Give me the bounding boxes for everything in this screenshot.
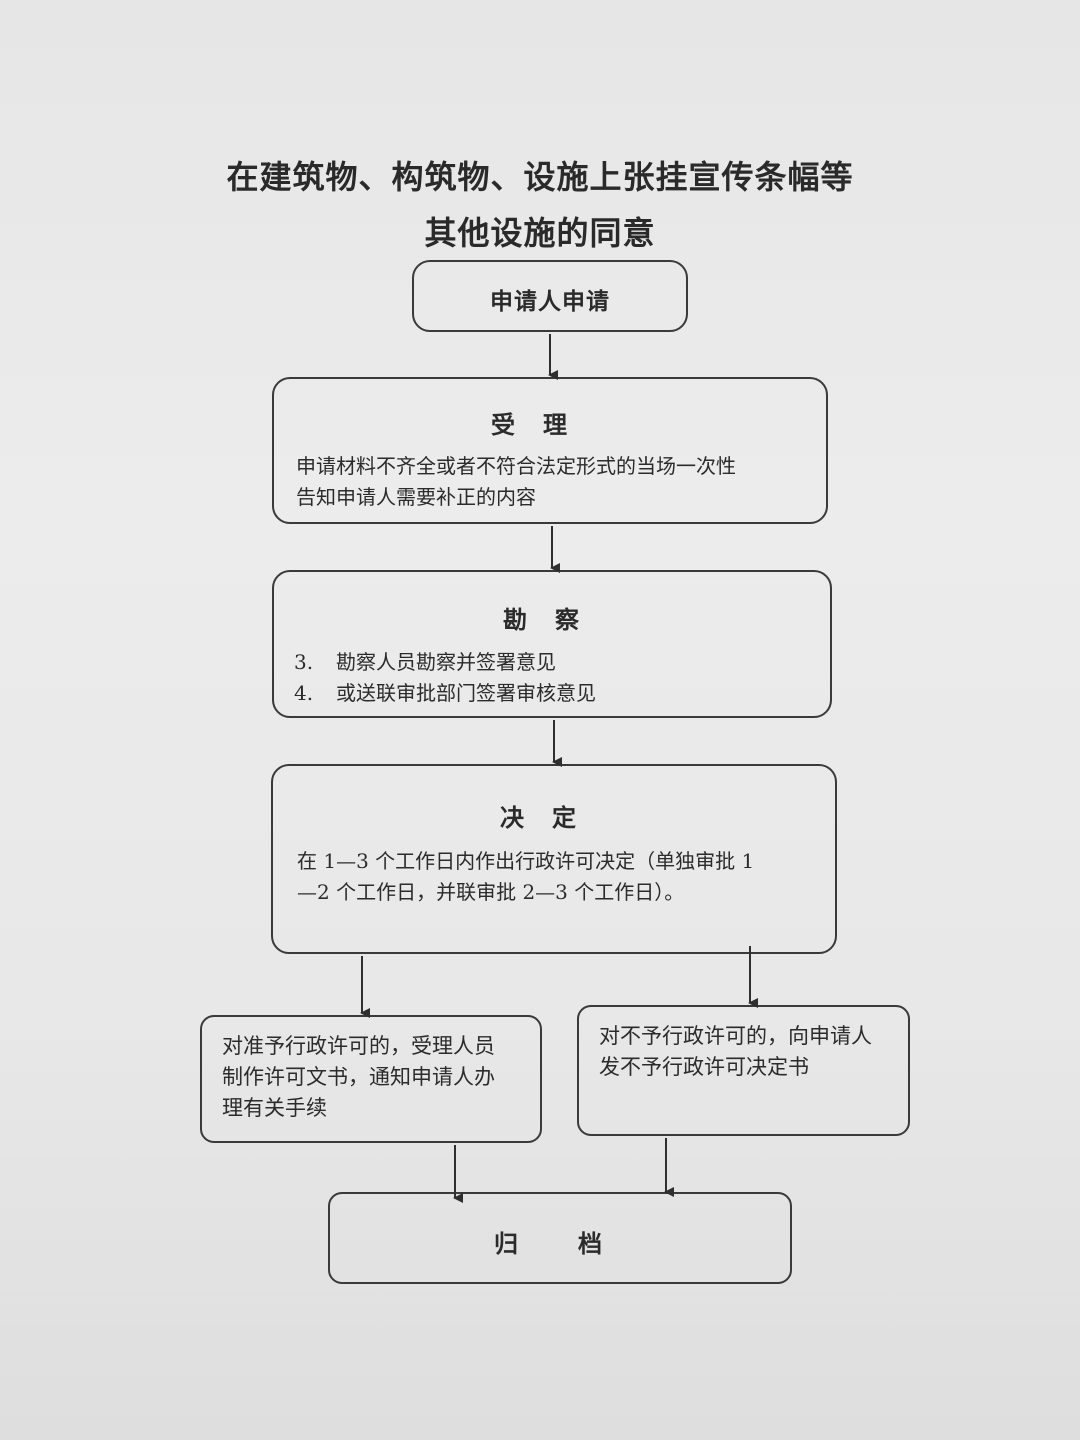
page-title-line1: 在建筑物、构筑物、设施上张挂宣传条幅等: [226, 158, 854, 196]
grant-box: 对准予行政许可的，受理人员 制作许可文书，通知申请人办 理有关手续: [200, 1015, 542, 1143]
survey-item-1-text: 勘察人员勘察并签署意见: [336, 650, 556, 674]
decide-title: 决 定: [500, 804, 578, 832]
deny-text-line1: 对不予行政许可的，向申请人: [599, 1024, 872, 1048]
decide-text: 在 1—3 个工作日内作出行政许可决定（单独审批 1 —2 个工作日，并联审批 …: [297, 846, 754, 908]
decide-box: 决 定 在 1—3 个工作日内作出行政许可决定（单独审批 1 —2 个工作日，并…: [271, 764, 837, 954]
apply-box: 申请人申请: [412, 260, 688, 332]
grant-text: 对准予行政许可的，受理人员 制作许可文书，通知申请人办 理有关手续: [222, 1031, 495, 1124]
survey-item-2-num: 4.: [294, 681, 314, 705]
survey-box: 勘 察 3. 勘察人员勘察并签署意见 4. 或送联审批部门签署审核意见: [272, 570, 832, 718]
accept-text-line2: 告知申请人需要补正的内容: [296, 485, 536, 509]
survey-title: 勘 察: [503, 606, 581, 634]
accept-text: 申请材料不齐全或者不符合法定形式的当场一次性 告知申请人需要补正的内容: [296, 451, 736, 513]
accept-text-line1: 申请材料不齐全或者不符合法定形式的当场一次性: [296, 454, 736, 478]
deny-box: 对不予行政许可的，向申请人 发不予行政许可决定书: [577, 1005, 910, 1136]
decide-text-line1: 在 1—3 个工作日内作出行政许可决定（单独审批 1: [297, 849, 755, 873]
archive-box: 归 档: [328, 1192, 792, 1284]
survey-item-2: 4. 或送联审批部门签署审核意见: [294, 678, 596, 709]
archive-label: 归 档: [494, 1230, 606, 1258]
survey-item-1: 3. 勘察人员勘察并签署意见: [294, 647, 596, 678]
apply-label: 申请人申请: [490, 289, 610, 315]
grant-text-line2: 制作许可文书，通知申请人办: [222, 1065, 495, 1089]
survey-list: 3. 勘察人员勘察并签署意见 4. 或送联审批部门签署审核意见: [294, 647, 596, 709]
page-title-line2: 其他设施的同意: [424, 214, 656, 252]
grant-text-line3: 理有关手续: [222, 1096, 327, 1120]
deny-text: 对不予行政许可的，向申请人 发不予行政许可决定书: [599, 1021, 872, 1083]
survey-item-2-text: 或送联审批部门签署审核意见: [336, 681, 596, 705]
survey-item-1-num: 3.: [294, 650, 314, 674]
accept-title: 受 理: [491, 411, 569, 439]
grant-text-line1: 对准予行政许可的，受理人员: [222, 1034, 495, 1058]
accept-box: 受 理 申请材料不齐全或者不符合法定形式的当场一次性 告知申请人需要补正的内容: [272, 377, 828, 524]
deny-text-line2: 发不予行政许可决定书: [599, 1055, 809, 1079]
decide-text-line2: —2 个工作日，并联审批 2—3 个工作日）。: [297, 880, 685, 904]
